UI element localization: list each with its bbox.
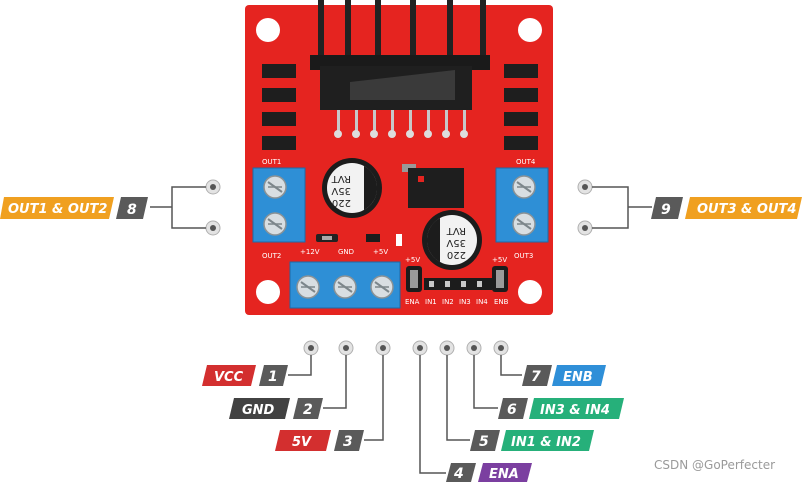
pin-dot-1 [303, 340, 319, 356]
pin-label-ena: ENA [489, 467, 519, 482]
pcb-label-out2: OUT2 [262, 252, 281, 260]
callout-5v: 3 5V [275, 430, 364, 451]
cap1-series: RVT [331, 173, 351, 184]
cap1-voltage: 35V [331, 185, 351, 196]
callout-gnd: 2 GND [229, 398, 323, 419]
pcb-label-5v: +5V [373, 248, 388, 256]
terminal-left [252, 167, 306, 243]
pin-number-4: 4 [453, 466, 464, 482]
pin-label-vcc: VCC [214, 370, 244, 385]
pin-label-tag [0, 197, 114, 219]
terminal-right [495, 167, 549, 243]
pin-number-5: 5 [479, 434, 489, 450]
pin-number-1: 1 [268, 369, 278, 385]
pcb-label-5v-ena: +5V [405, 256, 420, 264]
pin-label-tag [685, 197, 802, 219]
pin-dot-4 [412, 340, 428, 356]
pin-label-out1-out2: OUT1 & OUT2 [8, 202, 107, 217]
pin-number-6: 6 [507, 402, 517, 418]
mounting-hole [518, 18, 542, 42]
mounting-hole [256, 280, 280, 304]
pcb-label-in1: IN1 [425, 298, 437, 306]
pin-label-5v: 5V [292, 435, 312, 450]
pin-label-gnd: GND [242, 403, 275, 418]
pin-dot-6 [466, 340, 482, 356]
diodes-right [504, 64, 538, 150]
capacitor-2: 220 35V RVT [422, 210, 482, 270]
pcb-label-out4: OUT4 [516, 158, 536, 166]
pcb-label-out3: OUT3 [514, 252, 533, 260]
pcb-label-gnd: GND [338, 248, 354, 256]
pcb-label-in3: IN3 [459, 298, 471, 306]
pcb-label-5v-enb: +5V [492, 256, 507, 264]
pin-dot-3 [375, 340, 391, 356]
callout-vcc: 1 VCC [202, 365, 288, 386]
pin-number-2: 2 [303, 402, 313, 418]
pin-number-tag [116, 197, 148, 219]
cap2-series: RVT [446, 225, 466, 236]
pin-label-enb: ENB [563, 370, 593, 385]
pin-number-8: 8 [127, 202, 137, 218]
pin-number-7: 7 [531, 369, 541, 385]
pin-label-in1-in2: IN1 & IN2 [511, 435, 581, 450]
callout-enb: 7 ENB [522, 365, 606, 386]
mounting-hole [518, 280, 542, 304]
pin-label-out3-out4: OUT3 & OUT4 [697, 202, 796, 217]
callout-in1-in2: 5 IN1 & IN2 [470, 430, 594, 451]
pcb-label-in4: IN4 [476, 298, 488, 306]
pcb-label-in2: IN2 [442, 298, 454, 306]
pin-label-in3-in4: IN3 & IN4 [540, 403, 610, 418]
pcb-label-12v: +12V [300, 248, 320, 256]
diodes-left [262, 64, 296, 150]
pcb-label-out1: OUT1 [262, 158, 281, 166]
power-jumper [316, 234, 402, 246]
mounting-hole [256, 18, 280, 42]
watermark: CSDN @GoPerfecter [654, 458, 776, 472]
pin-dot-7 [493, 340, 509, 356]
callout-ena: 4 ENA [446, 463, 532, 482]
pin-number-9: 9 [661, 202, 671, 218]
cap2-value: 220 [447, 249, 466, 260]
cap1-value: 220 [332, 197, 351, 208]
pin-number-3: 3 [343, 434, 353, 450]
pin-number-tag [651, 197, 683, 219]
pin-dot-2 [338, 340, 354, 356]
callout-out3-out4: 9 OUT3 & OUT4 [577, 179, 802, 236]
pcb-label-ena: ENA [405, 298, 420, 306]
callout-in3-in4: 6 IN3 & IN4 [498, 398, 624, 419]
power-terminal-block [289, 261, 401, 309]
control-header: +5V +5V ENA IN1 IN2 IN3 IN4 ENB [405, 256, 509, 306]
capacitor-1: 220 35V RVT [322, 158, 382, 218]
pcb-label-enb: ENB [494, 298, 509, 306]
pin-dot-5 [439, 340, 455, 356]
leader-lines [288, 355, 522, 474]
l298n-chip [320, 66, 472, 138]
voltage-regulator [402, 164, 464, 208]
callout-out1-out2: 8 OUT1 & OUT2 [0, 179, 221, 236]
cap2-voltage: 35V [446, 237, 466, 248]
